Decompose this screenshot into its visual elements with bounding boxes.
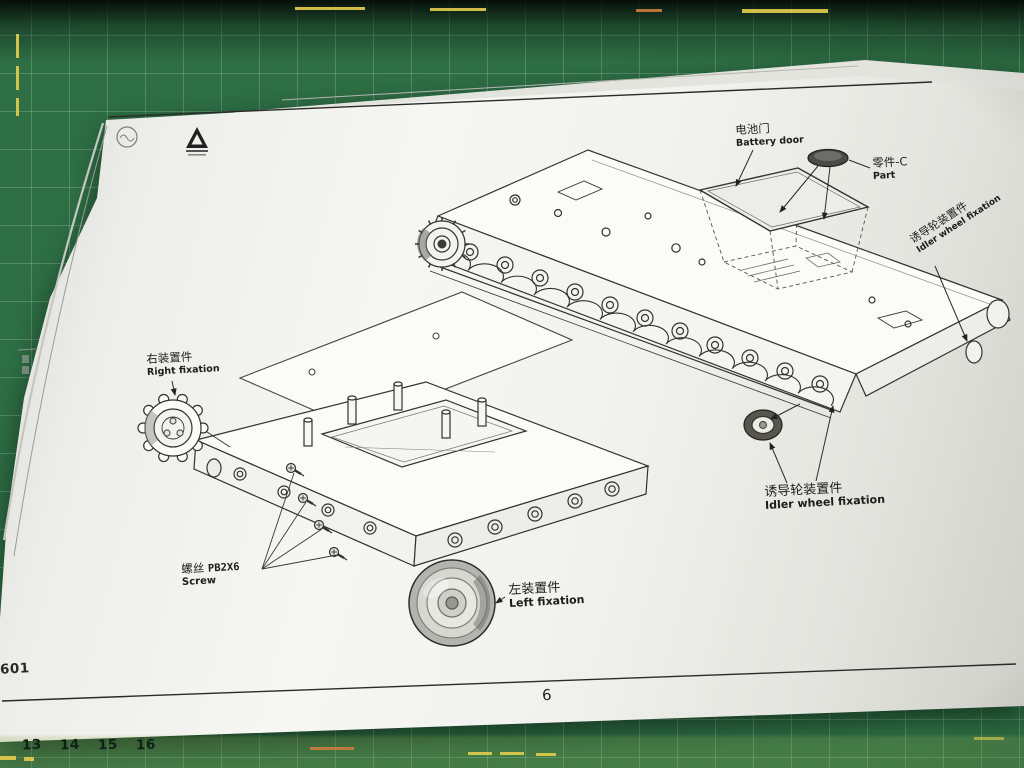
mat-yellow-dash [0, 756, 16, 760]
spine-marks [17, 348, 37, 374]
mat-orange-dash [310, 747, 354, 750]
mat-orange-dash [636, 9, 662, 12]
mat-ruler-number: 13 [21, 736, 43, 754]
stamp-icon [116, 126, 138, 148]
mat-ruler-number: 16 [135, 736, 157, 754]
mat-ruler-number: 15 [97, 736, 119, 754]
mat-yellow-dash [16, 66, 19, 90]
page-number: 6 [541, 685, 552, 705]
left-fixation-part [408, 559, 496, 647]
mat-yellow-dash [16, 34, 19, 58]
label-battery-door: 电池门 Battery door [735, 120, 804, 148]
part-c-part [807, 148, 849, 168]
label-screw: 螺丝 PB2X6 Screw [181, 560, 241, 588]
mat-yellow-dash [295, 7, 365, 10]
mat-yellow-dash [742, 9, 828, 13]
label-left-fixation: 左装置件 Left fixation [508, 579, 585, 611]
upper-hull [415, 148, 1011, 441]
kit-code: 601 [0, 660, 31, 678]
label-part-c-en: Part [872, 169, 896, 182]
mat-yellow-dash [16, 98, 19, 116]
mat-yellow-dash [536, 753, 556, 756]
label-screw-code: PB2X6 [207, 560, 240, 575]
label-part-c: 零件-C Part [871, 154, 908, 182]
idler-wheel [743, 409, 783, 441]
mat-yellow-dash [974, 737, 1004, 740]
mat-yellow-dash [500, 752, 524, 755]
label-part-c-cn: 零件-C [871, 154, 908, 170]
label-right-fixation: 右装置件 Right fixation [146, 349, 220, 378]
mat-yellow-dash [24, 757, 34, 761]
mat-ruler-number: 14 [59, 736, 81, 754]
mat-yellow-dash [430, 8, 486, 11]
mat-yellow-dash [468, 752, 492, 755]
brand-logo-icon [186, 127, 208, 156]
label-screw-cn-text: 螺丝 [180, 560, 205, 576]
